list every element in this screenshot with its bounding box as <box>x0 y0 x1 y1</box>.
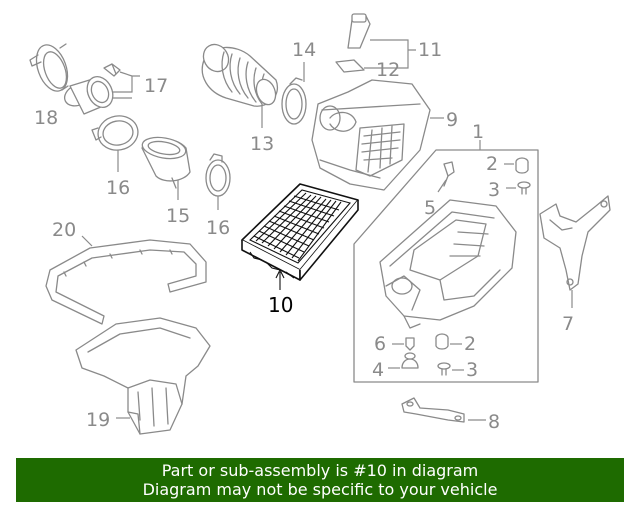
callout-11: 11 <box>418 39 442 61</box>
callout-13: 13 <box>250 133 274 155</box>
part-16-clamp-a <box>91 115 139 151</box>
part-12-seal <box>335 59 365 73</box>
callout-20: 20 <box>52 219 76 241</box>
part-8-bracket <box>401 397 465 423</box>
part-15-hose <box>141 136 191 189</box>
callout-8: 8 <box>488 411 500 433</box>
banner-line-1: Part or sub-assembly is #10 in diagram <box>161 461 479 480</box>
callout-2-b: 2 <box>464 333 476 355</box>
callout-9: 9 <box>446 109 458 131</box>
callout-18: 18 <box>34 107 58 129</box>
part-3-bolt-bottom <box>437 362 451 376</box>
part-18-clamp <box>29 43 69 92</box>
callout-12: 12 <box>376 59 400 81</box>
callout-3-b: 3 <box>466 359 478 381</box>
callout-10: 10 <box>268 293 293 317</box>
part-5-bracket <box>443 161 455 187</box>
disclaimer-banner: Part or sub-assembly is #10 in diagram D… <box>16 458 624 502</box>
part-16-clamp-b <box>205 153 231 197</box>
callout-3-a: 3 <box>488 179 500 201</box>
callout-15: 15 <box>166 205 190 227</box>
part-4-mount <box>401 352 419 369</box>
part-17-clip <box>103 63 121 77</box>
callout-16-b: 16 <box>206 217 230 239</box>
callout-17: 17 <box>144 75 168 97</box>
banner-line-2: Diagram may not be specific to your vehi… <box>142 480 498 499</box>
part-19-resonator <box>75 317 211 435</box>
part-7-bracket <box>539 195 611 291</box>
callout-4: 4 <box>372 359 384 381</box>
part-13-bellows-hose <box>201 43 279 107</box>
part-10-air-filter <box>241 183 359 281</box>
part-1-group-boundary <box>353 149 539 383</box>
callout-1: 1 <box>472 121 484 143</box>
part-1-lower-case <box>379 199 517 329</box>
callout-5: 5 <box>424 197 436 219</box>
callout-14: 14 <box>292 39 316 61</box>
part-6-clip <box>405 337 415 351</box>
part-duct-sensor <box>63 75 114 115</box>
callout-19: 19 <box>86 409 110 431</box>
part-2-grommet-top <box>515 157 529 174</box>
callout-6: 6 <box>374 333 386 355</box>
part-11-sensor <box>347 13 371 49</box>
part-2-grommet-bottom <box>435 333 449 350</box>
callout-7: 7 <box>562 313 574 335</box>
callout-2-a: 2 <box>486 153 498 175</box>
callout-16-a: 16 <box>106 177 130 199</box>
part-20-seal <box>45 239 207 325</box>
part-9-upper-case <box>311 79 431 191</box>
part-14-clamp <box>281 77 307 125</box>
part-3-bolt-top <box>517 181 531 195</box>
